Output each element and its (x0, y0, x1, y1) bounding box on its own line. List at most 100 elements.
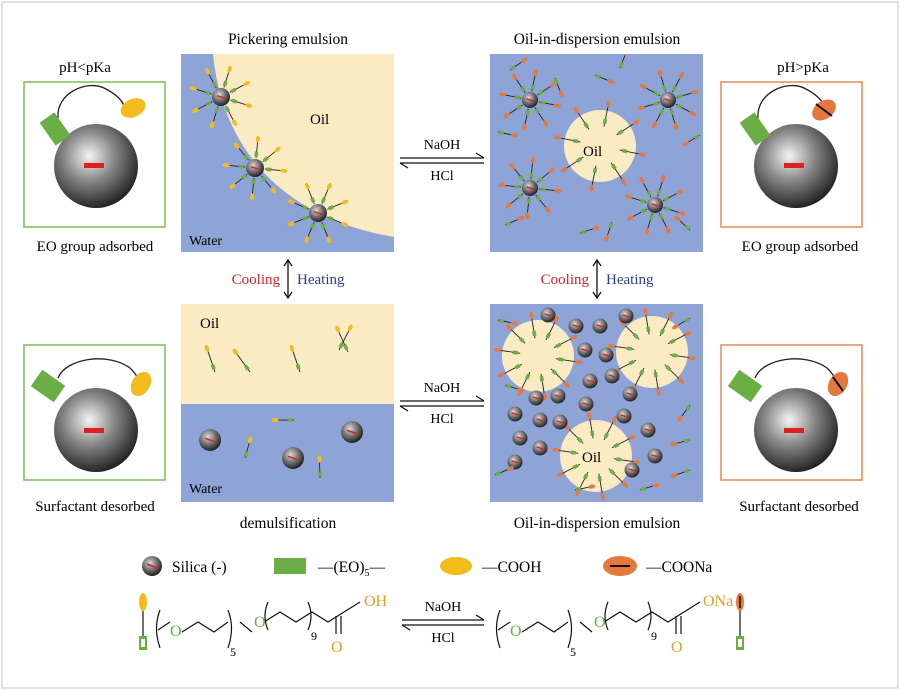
cooh-head (271, 418, 279, 423)
eo-block (640, 208, 647, 214)
negative-charge (628, 468, 636, 472)
coona-head (551, 447, 560, 452)
sodium-carboxylate-group: ONa (703, 593, 733, 610)
eo-block (663, 196, 670, 202)
eo-block (640, 486, 647, 492)
box-eo-adsorbed-left (23, 81, 166, 228)
eo-block (685, 404, 691, 411)
coona-head (673, 123, 679, 131)
eo-block (343, 343, 349, 351)
repeat-count-alkyl: 9 (311, 629, 317, 643)
eo-block (727, 369, 763, 403)
negative-charge (84, 428, 104, 433)
legend: Silica (-) —(EO)5— —COOH —COONa (142, 556, 712, 579)
coona-head (682, 141, 689, 147)
cooh-head (245, 103, 253, 108)
eo-block (536, 176, 544, 183)
cooh-head (204, 344, 210, 352)
cooh-head (280, 168, 288, 173)
coona-head (677, 415, 683, 422)
pickering-particles (189, 65, 349, 244)
coona-head (556, 472, 563, 478)
eo-block (260, 175, 267, 182)
coona-head (503, 112, 510, 119)
coona-head (652, 121, 658, 128)
eo-block (231, 98, 238, 104)
negative-charge (84, 163, 104, 168)
cooh-head (222, 163, 230, 168)
coona-head (621, 178, 627, 186)
negative-charge (651, 454, 659, 458)
negative-charge (516, 436, 524, 440)
negative-charge (536, 446, 544, 450)
eo-block (582, 473, 589, 480)
eo-block (505, 383, 512, 389)
eo-block (572, 138, 579, 144)
coona-head (624, 194, 632, 199)
coona-head (689, 110, 696, 116)
cooh-head (243, 81, 250, 86)
coona-head (574, 360, 583, 365)
eo-block (580, 229, 587, 235)
eo-block (602, 118, 608, 125)
coona-head (600, 492, 605, 501)
coona-charge (815, 103, 833, 117)
oil-droplet (564, 110, 636, 182)
title-pickering: Pickering emulsion (228, 31, 348, 48)
coona-head (657, 69, 663, 77)
eo-block (205, 100, 212, 107)
eo-block (683, 468, 690, 474)
cooh-head (326, 182, 332, 190)
cooh-head (341, 199, 349, 205)
coona-head (665, 226, 671, 234)
coona-head (592, 225, 600, 231)
legend-eo-icon (274, 558, 306, 574)
title-demulsification: demulsification (240, 515, 337, 532)
cooh-head (130, 371, 152, 397)
eo-block (514, 363, 521, 370)
legend-cooh-label: —COOH (481, 559, 541, 576)
coona-head (558, 90, 564, 98)
coona-head (639, 176, 645, 184)
eo-block (320, 222, 326, 229)
eo-block (646, 190, 652, 197)
temperature-arrow-left (283, 258, 293, 300)
eo-block (525, 109, 530, 116)
coona-head (674, 215, 681, 222)
eo-block (512, 350, 518, 355)
eo-block (318, 471, 322, 477)
eo-block (302, 204, 309, 211)
eo-block (665, 365, 672, 372)
eo-block (545, 332, 552, 339)
negative-charge (313, 210, 323, 216)
cooh-head (304, 236, 310, 244)
eo-adsorbed-label: EO group adsorbed (742, 239, 859, 255)
coona-head (676, 189, 684, 195)
eo-adsorbed-label: EO group adsorbed (37, 239, 154, 255)
hcl-label: HCl (430, 169, 453, 184)
negative-charge (582, 402, 590, 406)
cooh-head (326, 236, 332, 244)
panel-oil-in-dispersion-bottom (490, 304, 703, 502)
negative-charge (626, 392, 634, 396)
coona-head (553, 315, 559, 323)
cooh-head (341, 221, 349, 227)
eo-block (669, 109, 675, 116)
eo-block (597, 475, 602, 482)
negative-charge (526, 98, 534, 102)
oil-phase (213, 54, 394, 237)
negative-charge (620, 414, 628, 418)
negative-charge (544, 313, 552, 317)
coona-head (542, 392, 547, 401)
eo-block (621, 148, 628, 154)
coona-head (626, 215, 634, 221)
eo-block (516, 193, 524, 200)
eo-block (498, 130, 505, 135)
eo-block (576, 156, 583, 163)
cooling-label: Cooling (541, 272, 590, 288)
legend-coona-label: —COONa (645, 559, 712, 576)
eo-block (659, 328, 666, 335)
repeat-count-eo: 5 (230, 645, 236, 659)
coona-head (656, 388, 661, 397)
